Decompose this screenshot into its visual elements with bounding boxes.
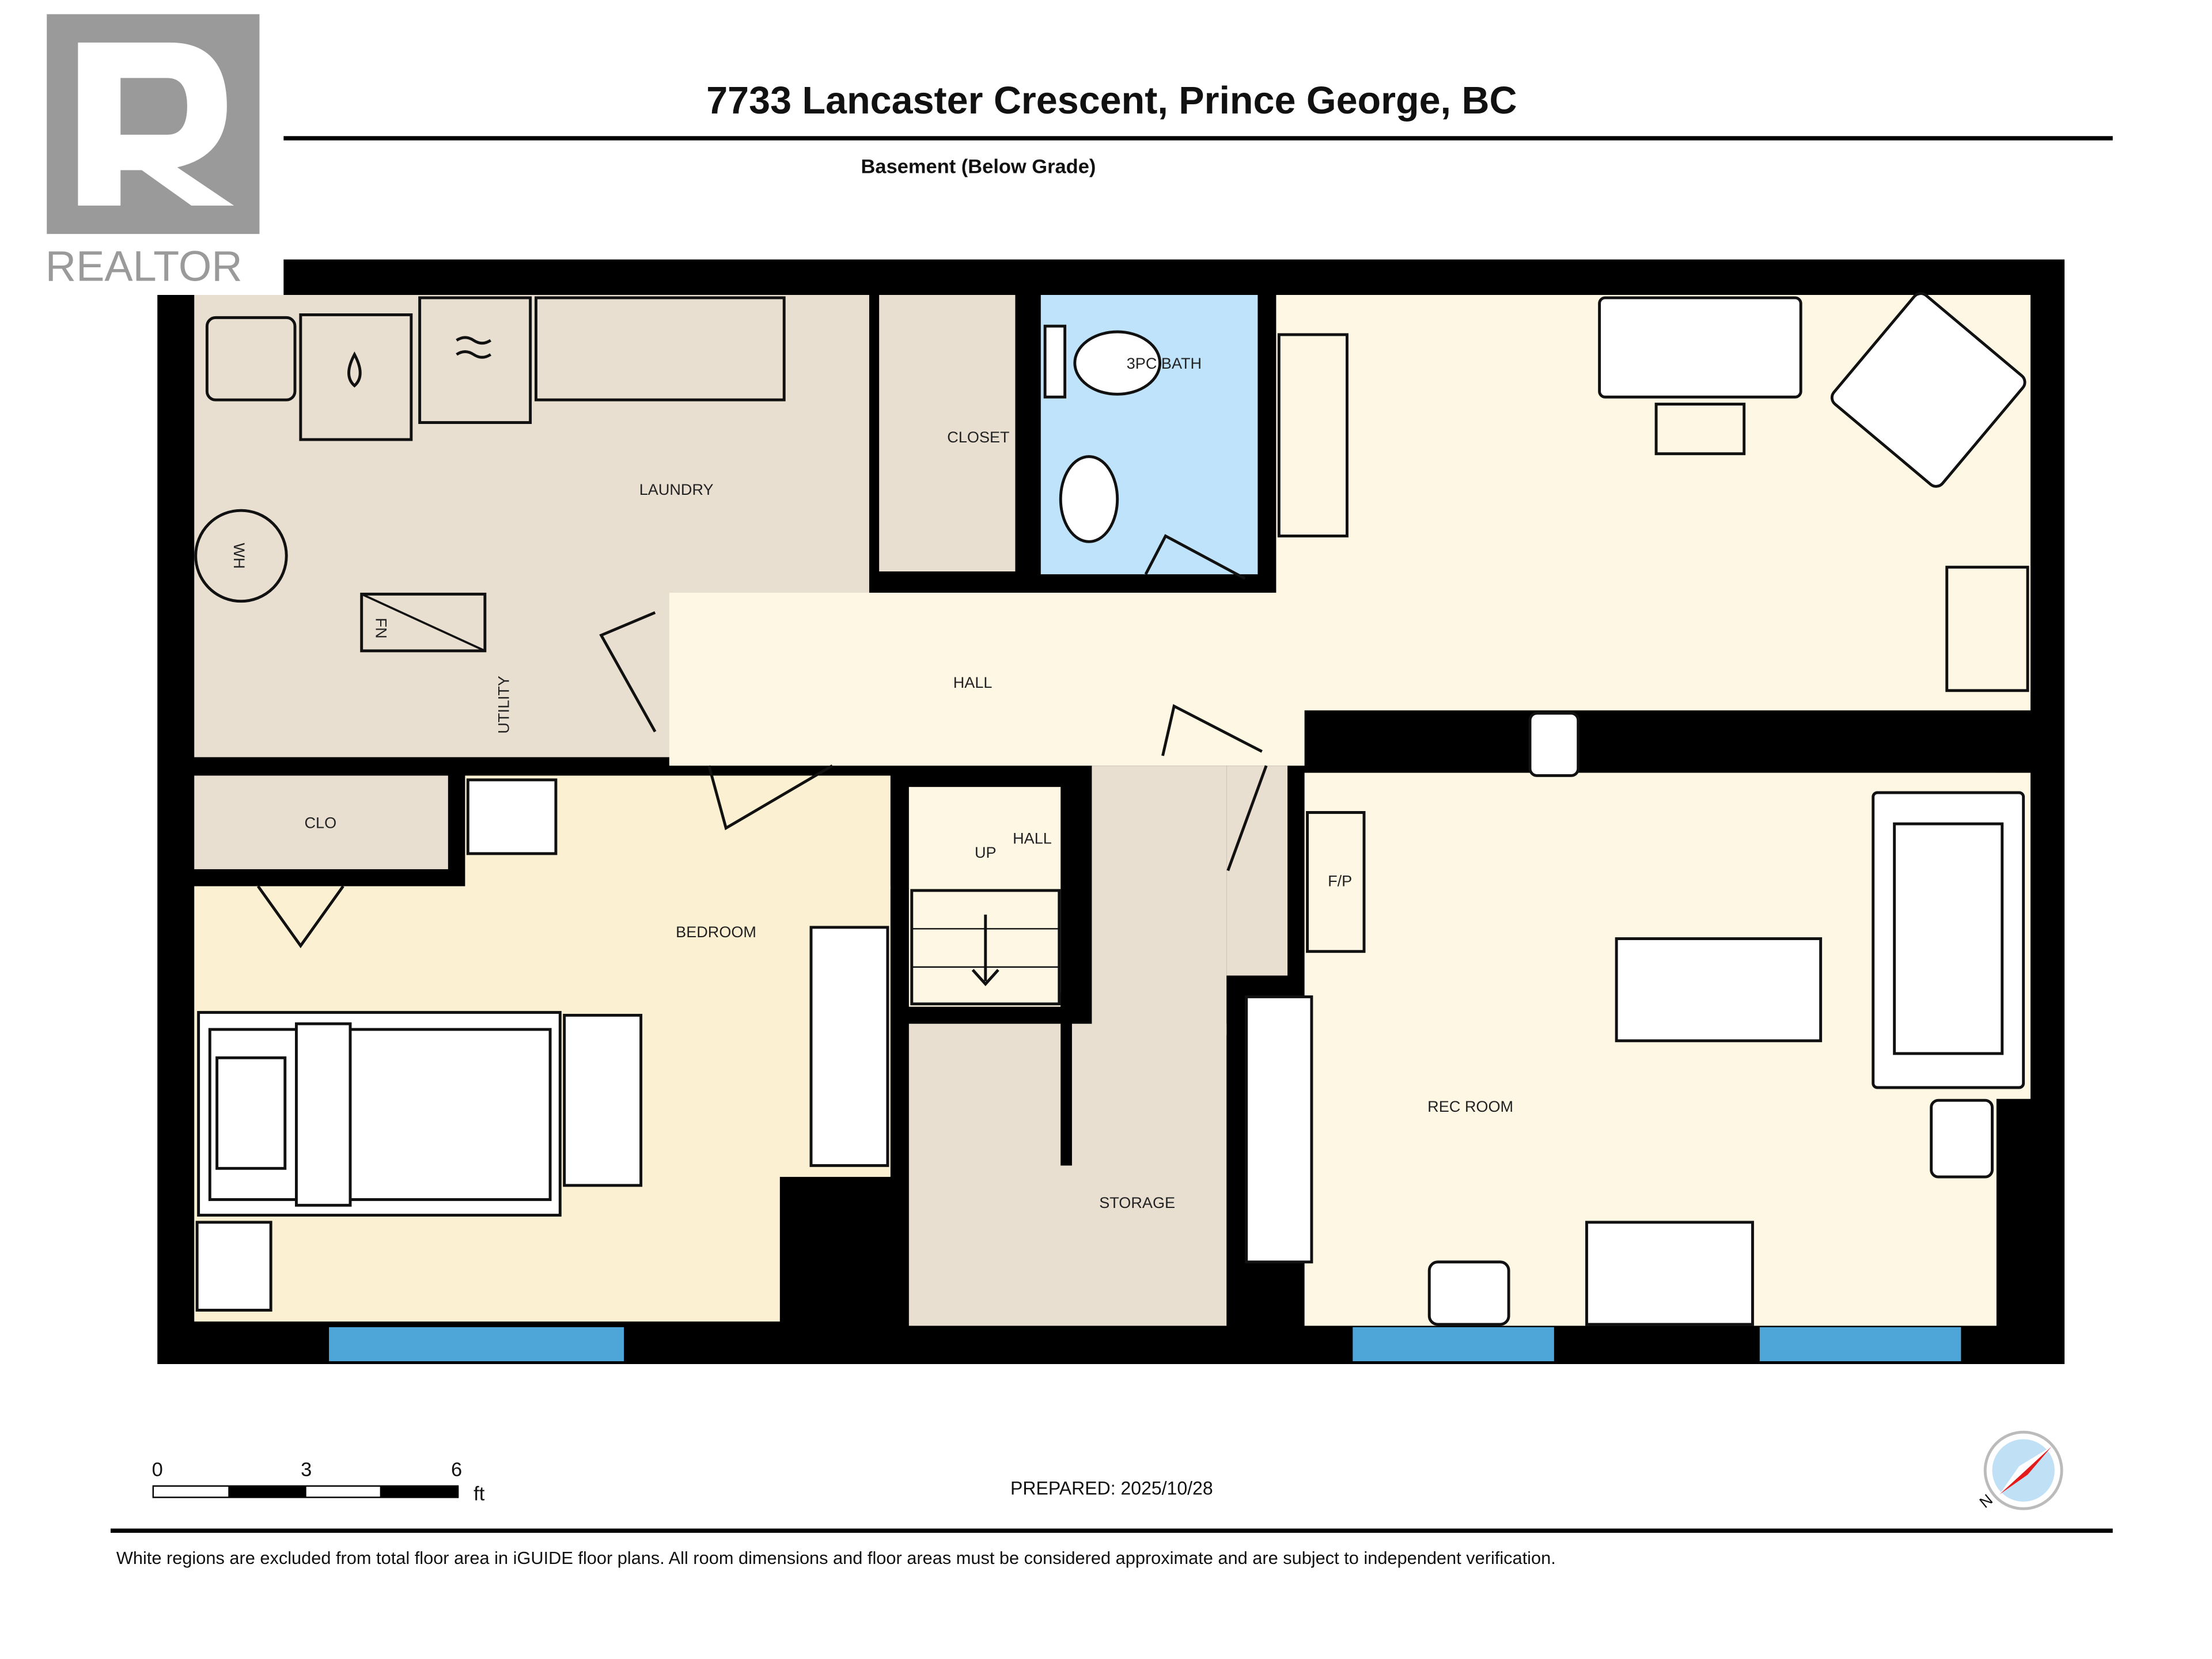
scale-tick: 3 (301, 1459, 312, 1480)
label-bedroom: BEDROOM (676, 923, 756, 941)
compass-icon: N (1976, 1430, 2063, 1512)
window (1759, 1327, 1961, 1362)
logo-text: REALTOR (46, 242, 243, 290)
label-closet: CLOSET (947, 428, 1009, 446)
chair (1654, 403, 1746, 456)
coffee-table (1615, 937, 1823, 1043)
furniture: WH FN (194, 292, 2029, 1326)
footer-disclaimer: White regions are excluded from total fl… (116, 1548, 1556, 1568)
label-up: UP (975, 843, 997, 861)
water-heater-icon (194, 509, 288, 603)
room-clo (194, 775, 448, 869)
bath-sink-icon (1059, 455, 1119, 543)
label-fireplace: F/P (1328, 872, 1352, 889)
realtor-logo: REALTOR (0, 0, 284, 295)
header-divider (111, 136, 2113, 141)
washer-icon (299, 313, 413, 441)
toilet-icon (1073, 330, 1162, 396)
label-clo: CLO (304, 814, 336, 832)
sink-icon (205, 316, 297, 402)
scale-bar: 0 3 6 ft (152, 1459, 485, 1505)
floor-subtitle: Basement (Below Grade) (861, 156, 1096, 177)
dresser (809, 926, 889, 1167)
door-swing (599, 611, 657, 733)
label-rec-room: REC ROOM (1427, 1097, 1513, 1115)
label-bath: 3PC BATH (1127, 354, 1202, 372)
door-swing (1144, 534, 1246, 580)
window (329, 1327, 624, 1362)
room-labels: LAUNDRY UTILITY CLOSET 3PC BATH HALL HAL… (304, 354, 1513, 1211)
desk (1598, 296, 1802, 399)
footer-divider (111, 1528, 2113, 1533)
furnace-icon (360, 592, 487, 653)
side-table (1528, 711, 1580, 777)
bed (197, 1011, 562, 1217)
counter (535, 296, 786, 402)
label-utility: UTILITY (495, 676, 513, 734)
fireplace (1306, 811, 1366, 953)
scale-tick: 6 (451, 1459, 462, 1480)
scale-unit: ft (474, 1483, 485, 1505)
water-drop-icon (347, 351, 362, 388)
prepared-date: PREPARED: 2025/10/28 (1010, 1478, 1213, 1498)
dryer-icon (418, 296, 532, 425)
scale-tick: 0 (152, 1459, 163, 1480)
furnace-label: FN (372, 618, 390, 638)
water-heater-label: WH (230, 543, 248, 569)
label-storage: STORAGE (1099, 1194, 1175, 1211)
bench (1585, 1221, 1754, 1326)
label-stair-hall: HALL (1013, 830, 1052, 847)
stairs (910, 889, 1061, 1006)
door-swing (256, 885, 344, 949)
window (1353, 1327, 1554, 1362)
tv-stand (1245, 995, 1313, 1264)
sofa (1872, 791, 2025, 1089)
desk (1830, 292, 2027, 488)
label-laundry: LAUNDRY (639, 480, 714, 498)
stair-arrow-icon (971, 914, 999, 986)
door-swing (1161, 704, 1263, 756)
page-title: 7733 Lancaster Crescent, Prince George, … (706, 79, 1517, 122)
label-hall: HALL (953, 673, 993, 691)
room-closet (879, 295, 1016, 571)
room-hall (669, 592, 1305, 766)
door-swing (707, 764, 834, 831)
windows (329, 1327, 1961, 1362)
